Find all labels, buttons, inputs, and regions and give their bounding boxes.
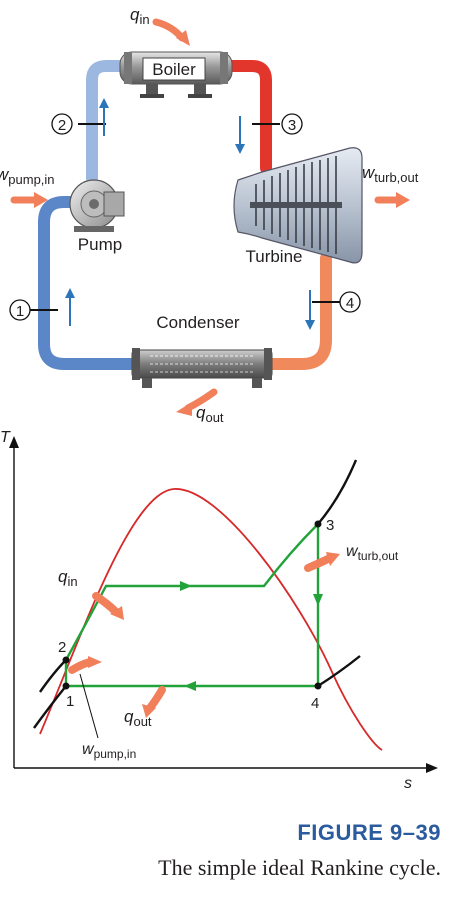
state-marker-4: 4 <box>312 291 361 313</box>
boiler: Boiler <box>119 51 233 98</box>
svg-text:qout: qout <box>124 707 152 729</box>
ts-heat-out-arrow: qout <box>124 686 166 729</box>
svg-text:qin: qin <box>130 5 150 27</box>
svg-text:qin: qin <box>58 567 78 589</box>
svg-text:wturb,out: wturb,out <box>362 163 419 185</box>
svg-text:3: 3 <box>288 117 296 134</box>
saturation-dome <box>39 488 383 751</box>
pump-label: Pump <box>78 235 122 254</box>
schematic: Boiler Condenser Pump <box>0 5 419 425</box>
figure-number: FIGURE 9–39 <box>297 820 441 845</box>
svg-text:wpump,in: wpump,in <box>0 165 55 187</box>
ts-pump-work-arrow: wpump,in <box>68 656 136 761</box>
cycle-direction-arrows <box>180 581 323 691</box>
ts-point-2: 2 <box>58 639 66 656</box>
y-axis-label: T <box>0 429 11 446</box>
svg-text:wturb,out: wturb,out <box>346 543 399 563</box>
svg-text:4: 4 <box>346 295 354 312</box>
boiler-label: Boiler <box>152 60 196 79</box>
flow-arrows <box>65 98 315 330</box>
ts-heat-in-arrow: qin <box>58 567 124 620</box>
pipe-pump-to-boiler <box>86 60 128 184</box>
heat-out-arrow: qout <box>176 388 224 425</box>
rankine-cycle-path <box>64 521 320 688</box>
condenser: Condenser <box>131 313 273 388</box>
condenser-label: Condenser <box>156 313 240 332</box>
state-marker-2: 2 <box>51 113 106 135</box>
turbine-work-arrow: wturb,out <box>362 163 419 208</box>
ts-point-1: 1 <box>66 693 74 710</box>
pipe-condenser-to-pump <box>38 196 138 370</box>
ts-point-3: 3 <box>326 517 334 534</box>
turbine-label: Turbine <box>245 247 302 266</box>
ts-state-points: 1 2 3 4 <box>58 517 334 712</box>
svg-text:wpump,in: wpump,in <box>82 741 136 761</box>
state-marker-3: 3 <box>252 113 303 135</box>
ts-point-4: 4 <box>311 695 319 712</box>
pump: Pump <box>69 179 125 254</box>
x-axis-label: s <box>404 775 412 792</box>
ts-turbine-work-arrow: wturb,out <box>304 543 399 572</box>
heat-in-arrow: qin <box>130 5 190 46</box>
pipe-turbine-to-condenser <box>264 252 332 370</box>
svg-text:1: 1 <box>16 303 24 320</box>
isobar-low <box>33 655 361 729</box>
svg-text:2: 2 <box>58 117 66 134</box>
figure-caption: The simple ideal Rankine cycle. <box>158 855 441 880</box>
pump-work-arrow: wpump,in <box>0 165 55 208</box>
pipe-boiler-to-turbine <box>224 60 272 174</box>
turbine: Turbine <box>233 147 363 266</box>
ts-diagram: T s 1 2 3 4 qin <box>0 429 438 792</box>
svg-text:qout: qout <box>196 403 224 425</box>
state-marker-1: 1 <box>9 299 58 321</box>
